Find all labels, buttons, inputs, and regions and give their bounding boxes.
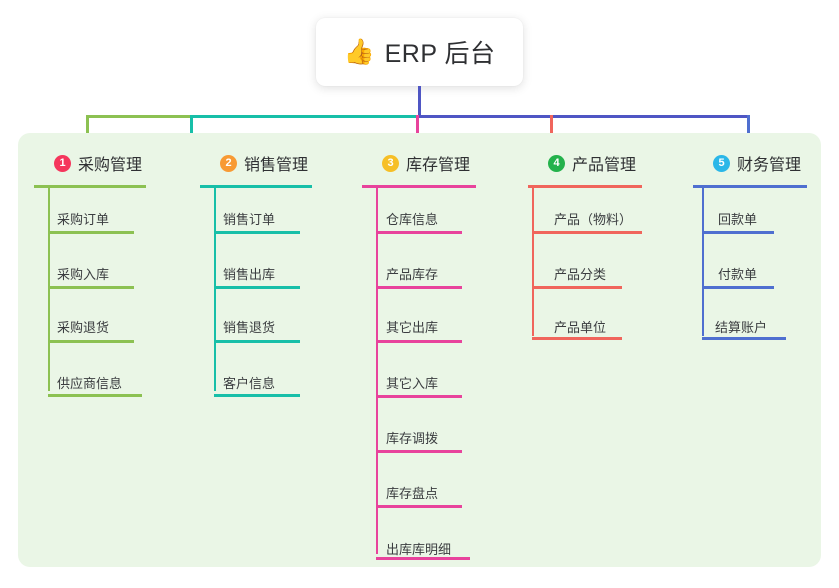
column-header-purchase[interactable]: 1 采购管理 <box>34 146 146 180</box>
leaf-label[interactable]: 客户信息 <box>223 376 276 391</box>
leaf-rule <box>702 286 774 289</box>
root-node[interactable]: 👍 ERP 后台 <box>316 18 523 86</box>
leaf-label[interactable]: 采购退货 <box>57 320 110 335</box>
drop-connector-sales <box>190 115 193 147</box>
leaf-rule <box>702 231 774 234</box>
leaf-rule <box>214 231 300 234</box>
column-rule-inventory <box>362 185 476 188</box>
leaf-rule <box>214 286 300 289</box>
column-title-purchase: 采购管理 <box>78 157 143 174</box>
leaf-rule <box>376 231 462 234</box>
leaf-label[interactable]: 销售退货 <box>223 320 276 335</box>
bus-segment-sales <box>190 115 420 118</box>
leaf-label[interactable]: 结算账户 <box>715 320 768 335</box>
drop-connector-purchase <box>86 115 89 147</box>
column-finance: 5 财务管理 <box>693 146 807 188</box>
column-header-inventory[interactable]: 3 库存管理 <box>362 146 476 180</box>
column-spine-finance <box>702 186 704 336</box>
column-header-product[interactable]: 4 产品管理 <box>528 146 642 180</box>
drop-connector-finance <box>747 115 750 147</box>
column-title-finance: 财务管理 <box>737 157 802 174</box>
bus-segment-purchase <box>86 115 192 118</box>
column-title-inventory: 库存管理 <box>406 157 471 174</box>
column-header-finance[interactable]: 5 财务管理 <box>693 146 807 180</box>
leaf-label[interactable]: 供应商信息 <box>57 376 123 391</box>
column-inventory: 3 库存管理 <box>362 146 476 188</box>
leaf-label[interactable]: 回款单 <box>718 212 758 227</box>
column-title-product: 产品管理 <box>572 157 637 174</box>
leaf-label[interactable]: 采购入库 <box>57 267 110 282</box>
leaf-rule <box>48 394 142 397</box>
column-spine-product <box>532 186 534 336</box>
column-badge-3: 3 <box>382 154 399 172</box>
leaf-label[interactable]: 出库库明细 <box>386 542 452 557</box>
leaf-label[interactable]: 产品分类 <box>554 267 607 282</box>
content-panel <box>18 133 821 567</box>
leaf-rule <box>214 340 300 343</box>
leaf-rule <box>48 340 134 343</box>
leaf-rule <box>376 505 462 508</box>
leaf-label[interactable]: 仓库信息 <box>386 212 439 227</box>
drop-connector-product <box>550 115 553 147</box>
leaf-rule <box>376 557 470 560</box>
column-purchase: 1 采购管理 <box>34 146 146 188</box>
leaf-label[interactable]: 销售订单 <box>223 212 276 227</box>
leaf-label[interactable]: 产品库存 <box>386 267 439 282</box>
leaf-rule <box>532 337 622 340</box>
leaf-label[interactable]: 库存盘点 <box>386 486 439 501</box>
leaf-label[interactable]: 产品（物料） <box>554 212 633 227</box>
leaf-label[interactable]: 销售出库 <box>223 267 276 282</box>
thumbs-up-icon: 👍 <box>343 37 375 66</box>
leaf-label[interactable]: 库存调拨 <box>386 431 439 446</box>
leaf-label[interactable]: 其它入库 <box>386 376 439 391</box>
leaf-rule <box>702 337 786 340</box>
leaf-rule <box>214 394 300 397</box>
leaf-rule <box>376 286 462 289</box>
leaf-rule <box>48 286 134 289</box>
bus-segment-right <box>416 115 750 118</box>
leaf-rule <box>376 450 462 453</box>
column-badge-2: 2 <box>220 154 237 172</box>
leaf-label[interactable]: 付款单 <box>718 267 758 282</box>
column-rule-purchase <box>34 185 146 188</box>
leaf-label[interactable]: 产品单位 <box>554 320 607 335</box>
leaf-rule <box>376 340 462 343</box>
column-product: 4 产品管理 <box>528 146 642 188</box>
leaf-rule <box>532 231 642 234</box>
leaf-label[interactable]: 其它出库 <box>386 320 439 335</box>
column-badge-5: 5 <box>713 154 730 172</box>
column-spine-inventory <box>376 186 378 554</box>
column-rule-product <box>528 185 642 188</box>
leaf-rule <box>532 286 622 289</box>
drop-connector-inventory <box>416 115 419 147</box>
root-title: ERP 后台 <box>384 40 496 68</box>
column-rule-finance <box>693 185 807 188</box>
column-rule-sales <box>200 185 312 188</box>
column-badge-4: 4 <box>548 154 565 172</box>
column-sales: 2 销售管理 <box>200 146 312 188</box>
trunk-connector <box>418 86 421 117</box>
leaf-label[interactable]: 采购订单 <box>57 212 110 227</box>
leaf-rule <box>48 231 134 234</box>
column-badge-1: 1 <box>54 154 71 172</box>
leaf-rule <box>376 395 462 398</box>
column-header-sales[interactable]: 2 销售管理 <box>200 146 312 180</box>
column-title-sales: 销售管理 <box>244 157 309 174</box>
